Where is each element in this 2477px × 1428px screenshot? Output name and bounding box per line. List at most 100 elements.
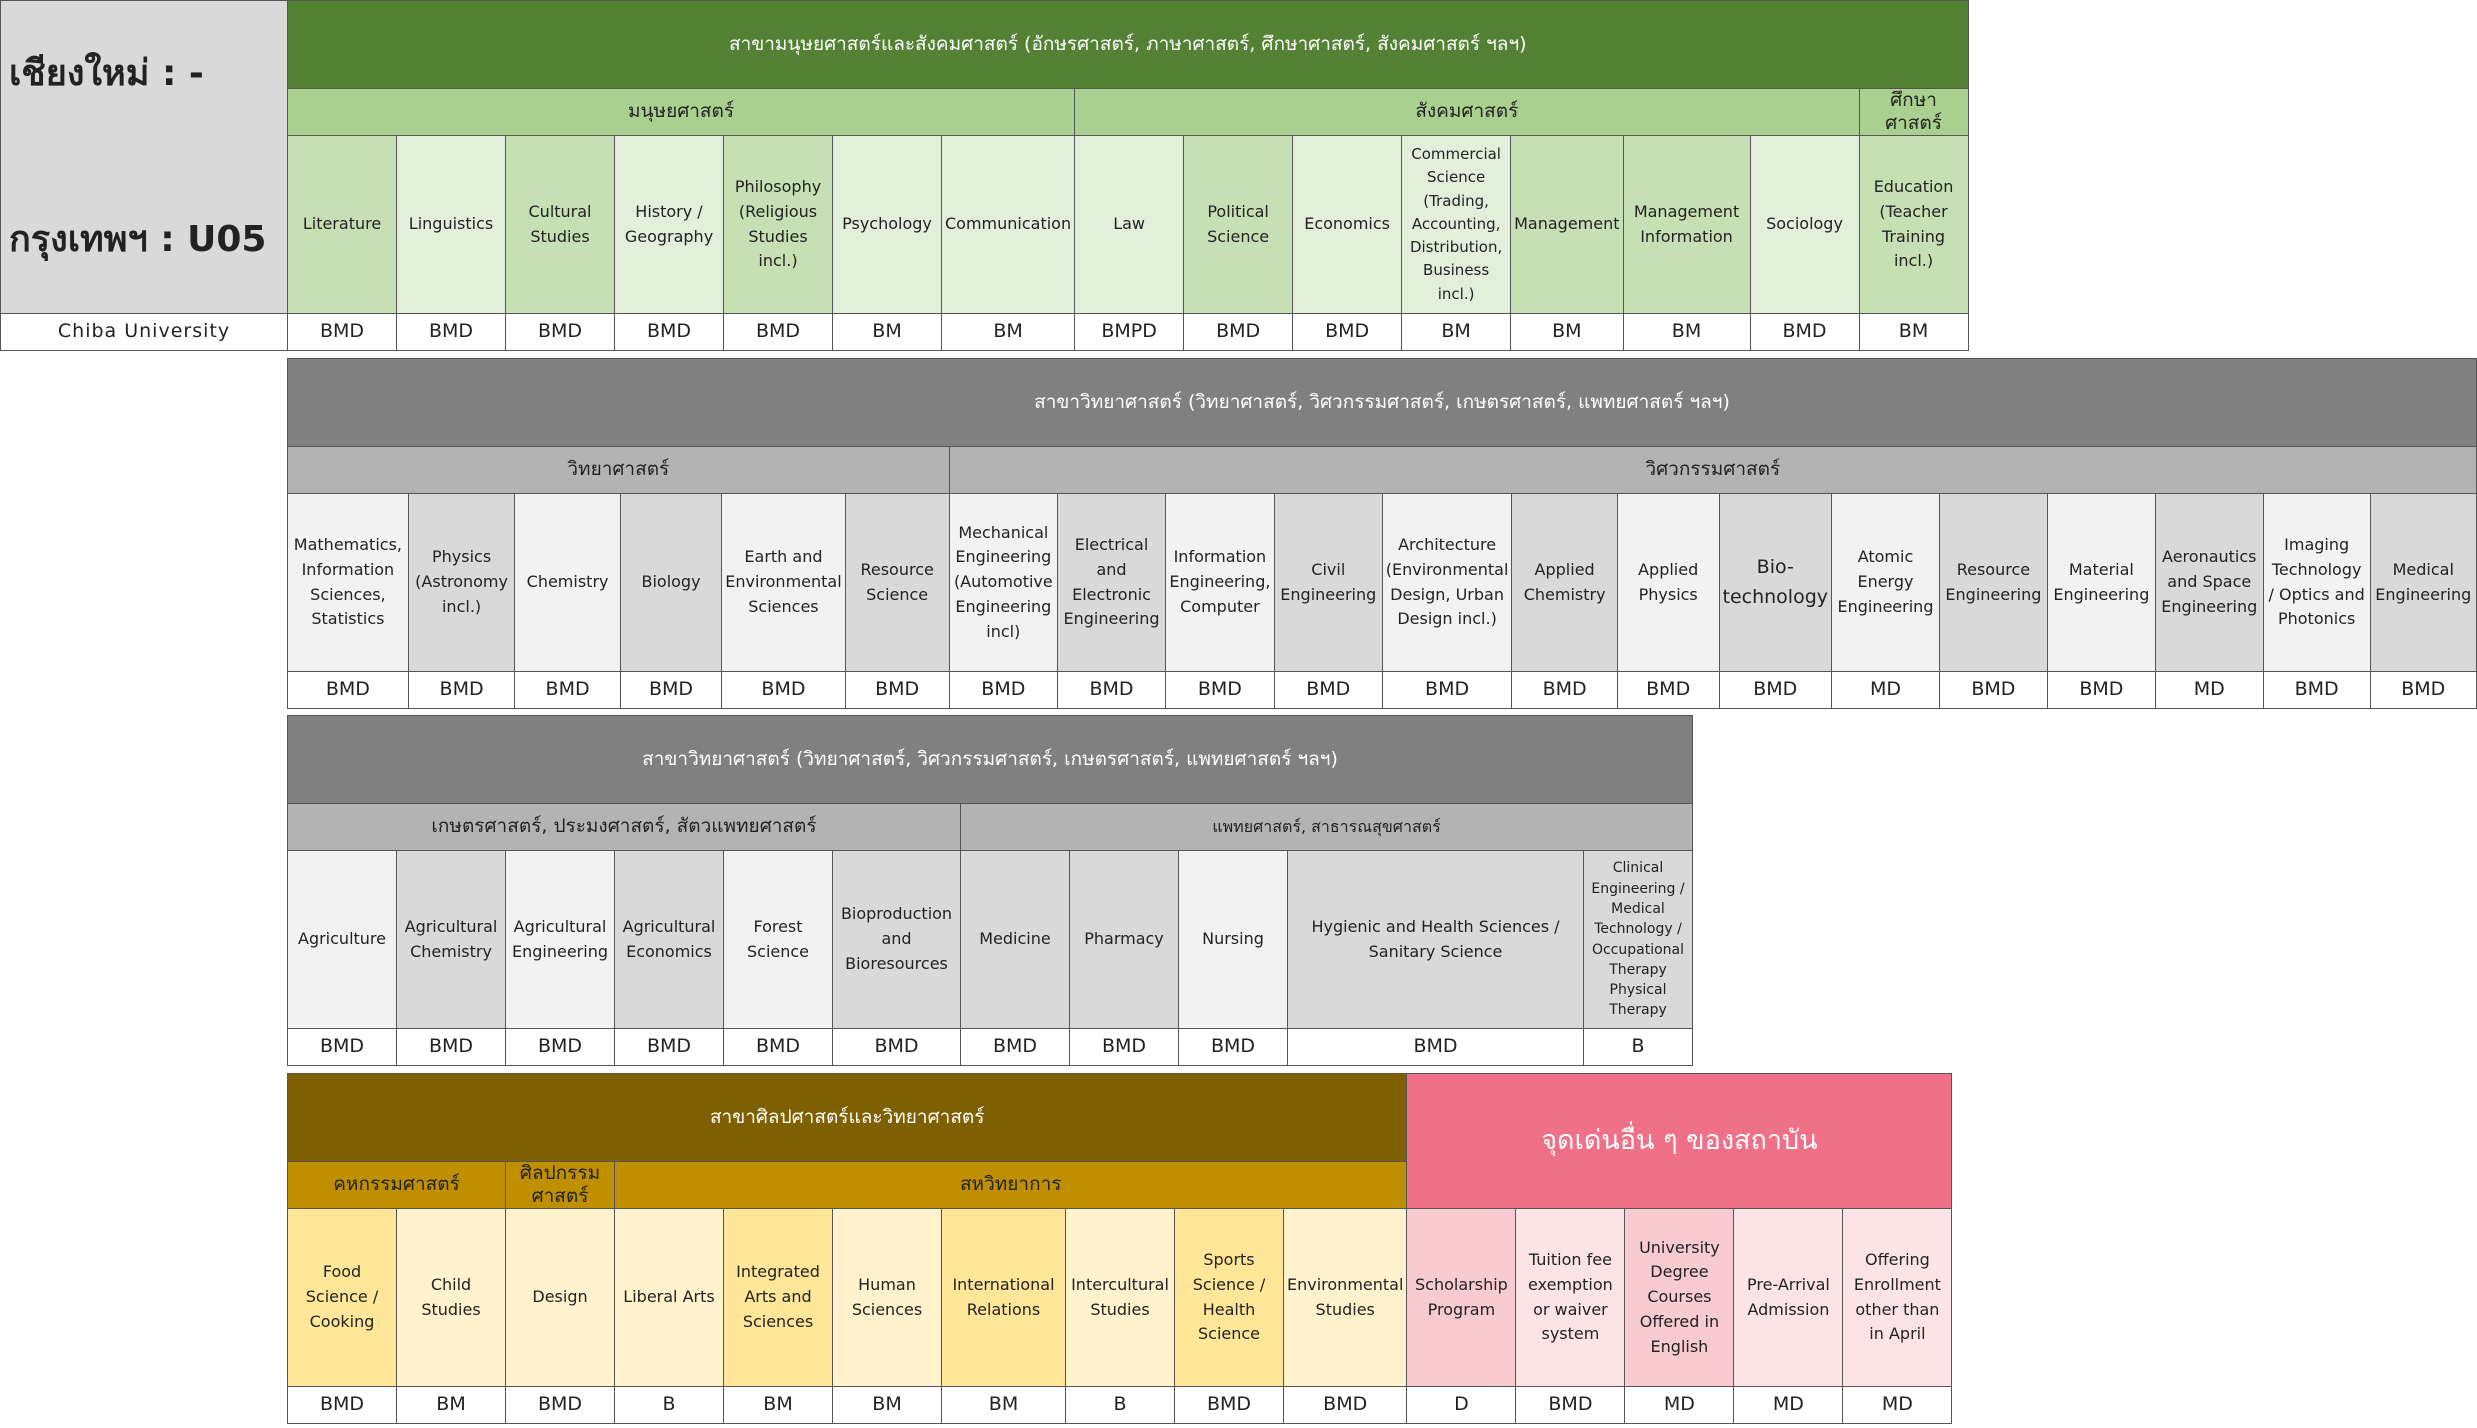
sec3-title: สาขาวิทยาศาสตร์ (วิทยาศาสตร์, วิศวกรรมศา…	[287, 715, 1693, 804]
bangkok-label: กรุงเทพฯ : U05	[9, 219, 267, 260]
left-label-box: เชียงใหม่ : - กรุงเทพฯ : U05	[0, 0, 288, 314]
code-cell: BM	[396, 1386, 506, 1424]
field-cell: Commercial Science (Trading, Accounting,…	[1401, 135, 1512, 314]
code-cell: BM	[832, 1386, 942, 1424]
code-cell: MD	[1831, 671, 1940, 709]
code-cell: BM	[1858, 313, 1969, 351]
feature-cell: Offering Enrollment other than in April	[1842, 1208, 1953, 1387]
code-cell: BMD	[505, 1386, 615, 1424]
field-cell: Sports Science / Health Science	[1174, 1208, 1284, 1387]
code-cell: BMD	[505, 1028, 615, 1066]
field-cell: Environmental Studies	[1282, 1208, 1408, 1387]
field-cell: Nursing	[1178, 850, 1288, 1029]
field-cell: Literature	[287, 135, 397, 314]
field-cell: Information Engineering, Computer	[1164, 493, 1275, 672]
chiangmai-label: เชียงใหม่ : -	[9, 53, 204, 95]
field-cell: Economics	[1292, 135, 1403, 314]
code-cell: BMD	[723, 313, 833, 351]
field-cell: Hygienic and Health Sciences / Sanitary …	[1287, 850, 1584, 1029]
field-cell: Forest Science	[723, 850, 833, 1029]
field-cell: Applied Chemistry	[1511, 493, 1618, 672]
field-cell: Electrical and Electronic Engineering	[1057, 493, 1166, 672]
code-cell: BM	[1622, 313, 1751, 351]
code-cell: BMD	[2046, 671, 2156, 709]
field-cell: Political Science	[1183, 135, 1294, 314]
code-cell: BMD	[844, 671, 950, 709]
code-cell: BM	[940, 313, 1076, 351]
code-cell: BMD	[721, 671, 846, 709]
field-cell: Physics (Astronomy incl.)	[407, 493, 516, 672]
code-cell: BMD	[407, 671, 516, 709]
sec5-title: จุดเด่นอื่น ๆ ของสถาบัน	[1406, 1073, 1953, 1209]
sec1-group-humanities: มนุษยศาสตร์	[286, 88, 1076, 136]
code-cell: BMD	[1515, 1386, 1626, 1424]
field-cell: Applied Physics	[1616, 493, 1720, 672]
field-cell: Medical Engineering	[2369, 493, 2477, 672]
section-humanities-social: เชียงใหม่ : - กรุงเทพฯ : U05 สาขามนุษยศา…	[0, 0, 1969, 351]
feature-cell: University Degree Courses Offered in Eng…	[1624, 1208, 1735, 1387]
code-cell: BMD	[396, 313, 506, 351]
field-cell: Sociology	[1749, 135, 1860, 314]
code-cell: D	[1406, 1386, 1517, 1424]
code-cell: BMD	[1381, 671, 1513, 709]
code-cell: BMD	[948, 671, 1059, 709]
code-cell: BMPD	[1074, 313, 1185, 351]
code-cell: MD	[2154, 671, 2264, 709]
field-cell: Agricultural Engineering	[505, 850, 615, 1029]
code-cell: BMD	[832, 1028, 961, 1066]
sec3-group-agriculture: เกษตรศาสตร์, ประมงศาสตร์, สัตวแพทยศาสตร์	[287, 803, 961, 851]
code-cell: BMD	[619, 671, 723, 709]
field-cell: Agricultural Economics	[614, 850, 724, 1029]
field-cell: Integrated Arts and Sciences	[723, 1208, 833, 1387]
sec1-group-education: ศึกษาศาสตร์	[1858, 88, 1969, 136]
code-cell: BM	[832, 313, 942, 351]
code-cell: BMD	[723, 1028, 833, 1066]
field-cell: Clinical Engineering / Medical Technolog…	[1583, 850, 1693, 1029]
field-cell: Bio-technology	[1718, 493, 1832, 672]
feature-cell: Tuition fee exemption or waiver system	[1515, 1208, 1626, 1387]
field-cell: Mechanical Engineering (Automotive Engin…	[948, 493, 1059, 672]
field-cell: Medicine	[960, 850, 1070, 1029]
field-cell: Mathematics, Information Sciences, Stati…	[287, 493, 409, 672]
field-cell: Biology	[619, 493, 723, 672]
field-cell: Management Information	[1622, 135, 1751, 314]
section-agriculture-medicine: สาขาวิทยาศาสตร์ (วิทยาศาสตร์, วิศวกรรมศา…	[287, 715, 1693, 1066]
field-cell: Law	[1074, 135, 1185, 314]
code-cell: BMD	[505, 313, 615, 351]
code-cell: BMD	[1282, 1386, 1408, 1424]
code-cell: BMD	[287, 671, 409, 709]
field-cell: Linguistics	[396, 135, 506, 314]
code-cell: MD	[1842, 1386, 1953, 1424]
field-cell: Aeronautics and Space Engineering	[2154, 493, 2264, 672]
code-cell: B	[1583, 1028, 1693, 1066]
code-cell: BMD	[2262, 671, 2371, 709]
field-cell: Education (Teacher Training incl.)	[1858, 135, 1969, 314]
code-cell: BMD	[614, 313, 724, 351]
field-cell: Human Sciences	[832, 1208, 942, 1387]
field-cell: Atomic Energy Engineering	[1831, 493, 1940, 672]
field-cell: Food Science / Cooking	[287, 1208, 397, 1387]
field-cell: Bioproduction and Bioresources	[832, 850, 961, 1029]
code-cell: BMD	[1616, 671, 1720, 709]
code-cell: MD	[1624, 1386, 1735, 1424]
field-cell: Cultural Studies	[505, 135, 615, 314]
code-cell: BMD	[396, 1028, 506, 1066]
sec2-title: สาขาวิทยาศาสตร์ (วิทยาศาสตร์, วิศวกรรมศา…	[287, 358, 2477, 447]
code-cell: BMD	[1938, 671, 2048, 709]
code-cell: BMD	[514, 671, 621, 709]
field-cell: Agricultural Chemistry	[396, 850, 506, 1029]
code-cell: BMD	[1069, 1028, 1179, 1066]
field-cell: International Relations	[941, 1208, 1066, 1387]
code-cell: BMD	[1511, 671, 1618, 709]
field-cell: Earth and Environmental Sciences	[721, 493, 846, 672]
code-cell: BMD	[1057, 671, 1166, 709]
code-cell: BMD	[1273, 671, 1383, 709]
code-cell: BMD	[1164, 671, 1275, 709]
code-cell: BMD	[1287, 1028, 1584, 1066]
code-cell: BM	[1401, 313, 1512, 351]
code-cell: BMD	[1292, 313, 1403, 351]
sec1-group-social: สังคมศาสตร์	[1074, 88, 1860, 136]
field-cell: Imaging Technology / Optics and Photonic…	[2262, 493, 2371, 672]
feature-cell: Pre-Arrival Admission	[1733, 1208, 1844, 1387]
section-liberal-arts: สาขาศิลปศาสตร์และวิทยาศาสตร์ จุดเด่นอื่น…	[286, 1073, 1953, 1424]
